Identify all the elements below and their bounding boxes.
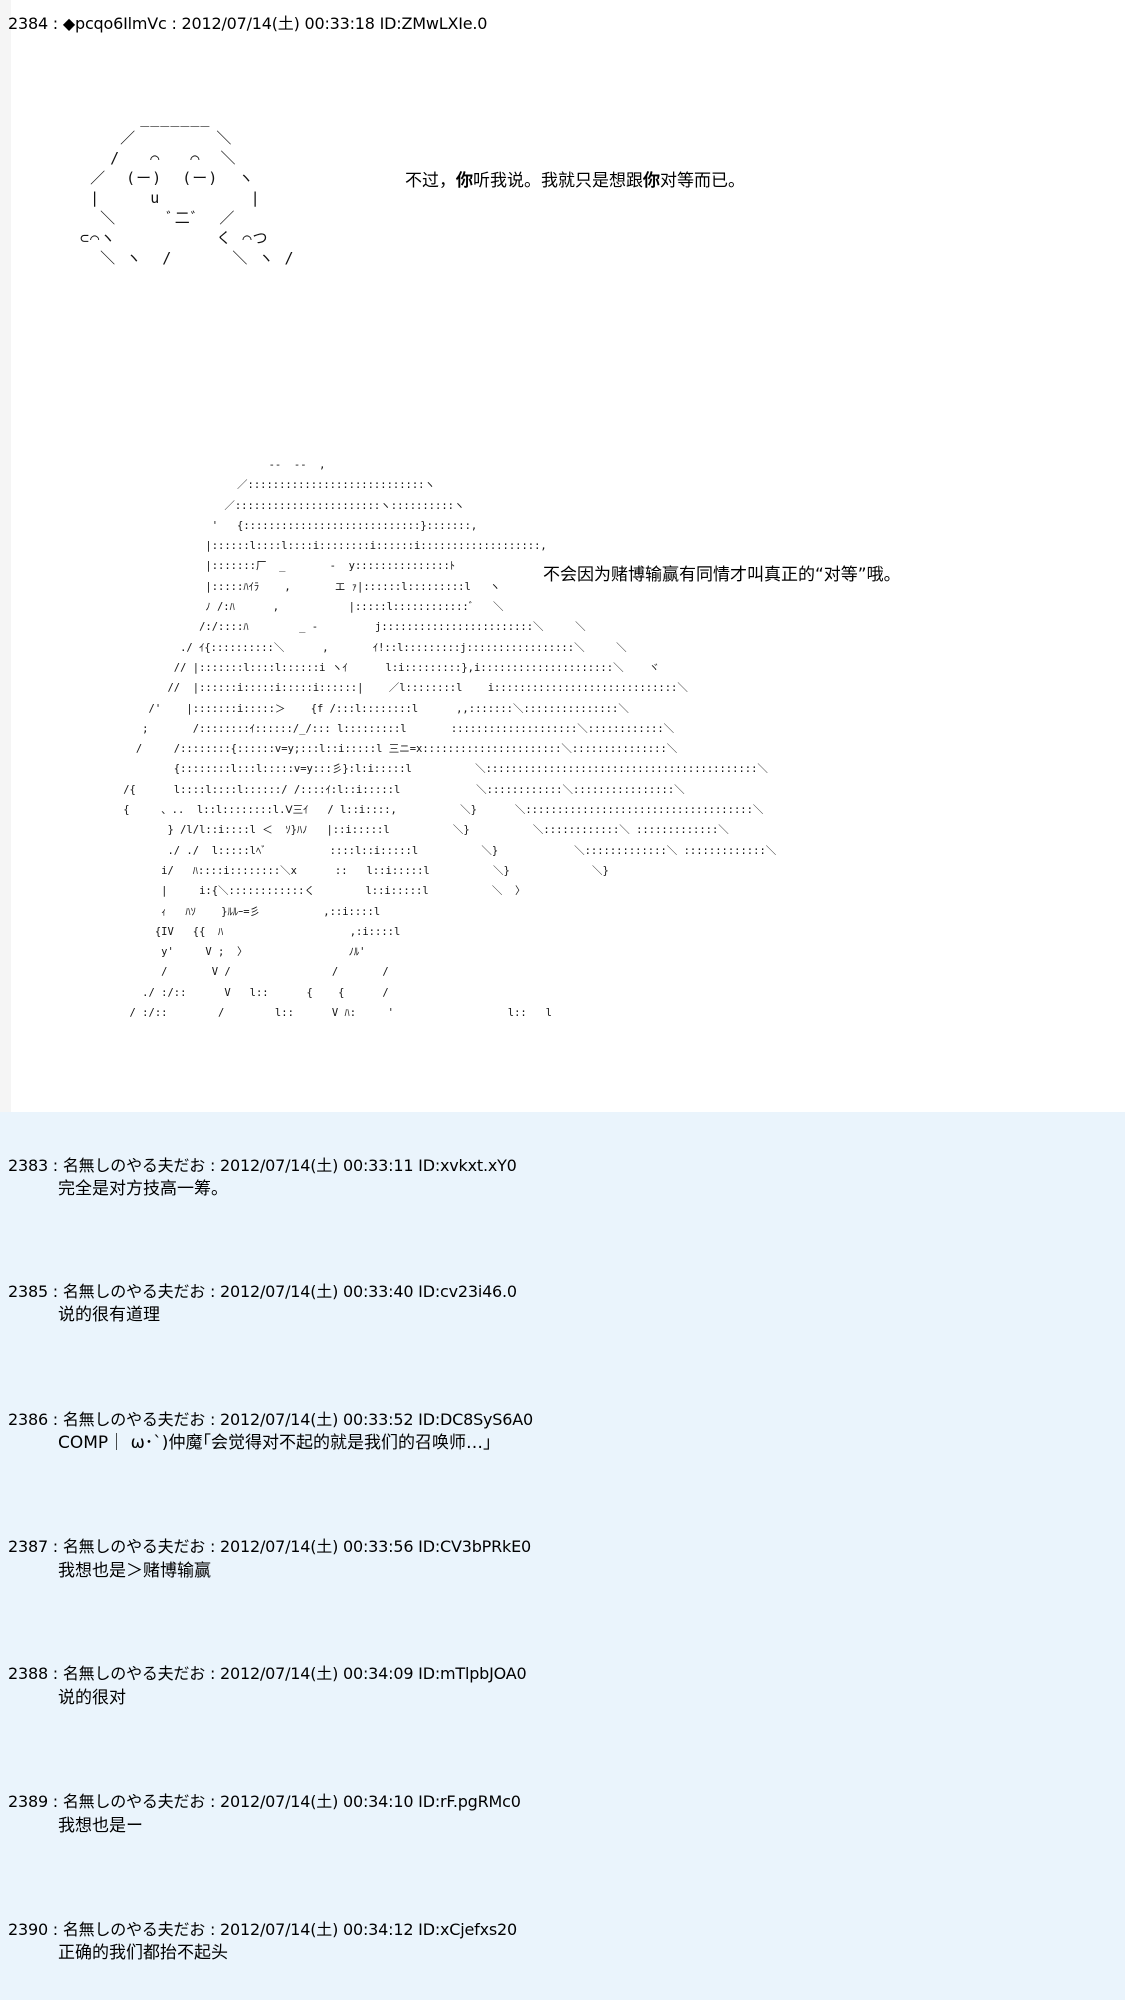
dialog-emphasis: 你 (456, 171, 473, 191)
reply-header: 2388 : 名無しのやる夫だお : 2012/07/14(土) 00:34:0… (8, 1664, 527, 1683)
reply-header: 2386 : 名無しのやる夫だお : 2012/07/14(土) 00:33:5… (8, 1410, 533, 1429)
ascii-art-face: _______ ／ ＼ / ⌒ ⌒ ＼ ／ (ー) (ー) ヽ | u | ＼ … (80, 109, 295, 267)
dialog-line-2: 不会因为赌博输赢有同情才叫真正的“对等”哦。 (543, 565, 901, 585)
reply-body: 完全是对方技高一筹。 (58, 1179, 228, 1199)
reply-body: 说的很有道理 (58, 1305, 160, 1325)
reply-header: 2383 : 名無しのやる夫だお : 2012/07/14(土) 00:33:1… (8, 1156, 517, 1175)
main-post: 2384 : ◆pcqo6IlmVc : 2012/07/14(土) 00:33… (0, 0, 901, 1112)
reply-body: 我想也是＞赌博输赢 (58, 1561, 211, 1581)
post-header: 2384 : ◆pcqo6IlmVc : 2012/07/14(土) 00:33… (8, 14, 488, 33)
reply-body: 我想也是ー (58, 1816, 143, 1836)
reply-header: 2387 : 名無しのやる夫だお : 2012/07/14(土) 00:33:5… (8, 1537, 531, 1556)
ascii-art-figure: -‐ ‐- , ／::::::::::::::::::::::::::::ヽ ／… (123, 459, 777, 1020)
reply-body: 正确的我们都抬不起头 (58, 1943, 228, 1963)
dialog-text: 不过， (405, 171, 456, 191)
reply-header: 2390 : 名無しのやる夫だお : 2012/07/14(土) 00:34:1… (8, 1920, 517, 1939)
dialog-line-1: 不过，你听我说。我就只是想跟你对等而已。 (405, 170, 745, 192)
reply-body: 说的很对 (58, 1688, 126, 1708)
reply-header: 2389 : 名無しのやる夫だお : 2012/07/14(土) 00:34:1… (8, 1792, 521, 1811)
reply-header: 2385 : 名無しのやる夫だお : 2012/07/14(土) 00:33:4… (8, 1282, 517, 1301)
reply-list: 2383 : 名無しのやる夫だお : 2012/07/14(土) 00:33:1… (0, 1112, 1125, 2000)
dialog-emphasis: 你 (643, 171, 660, 191)
post-left-strip (0, 0, 11, 1112)
dialog-text: 听我说。我就只是想跟 (473, 171, 643, 191)
dialog-text: 对等而已。 (660, 171, 745, 191)
reply-body: COMP｜ ω･`)仲魔｢会觉得对不起的就是我们的召唤师…｣ (58, 1433, 492, 1453)
